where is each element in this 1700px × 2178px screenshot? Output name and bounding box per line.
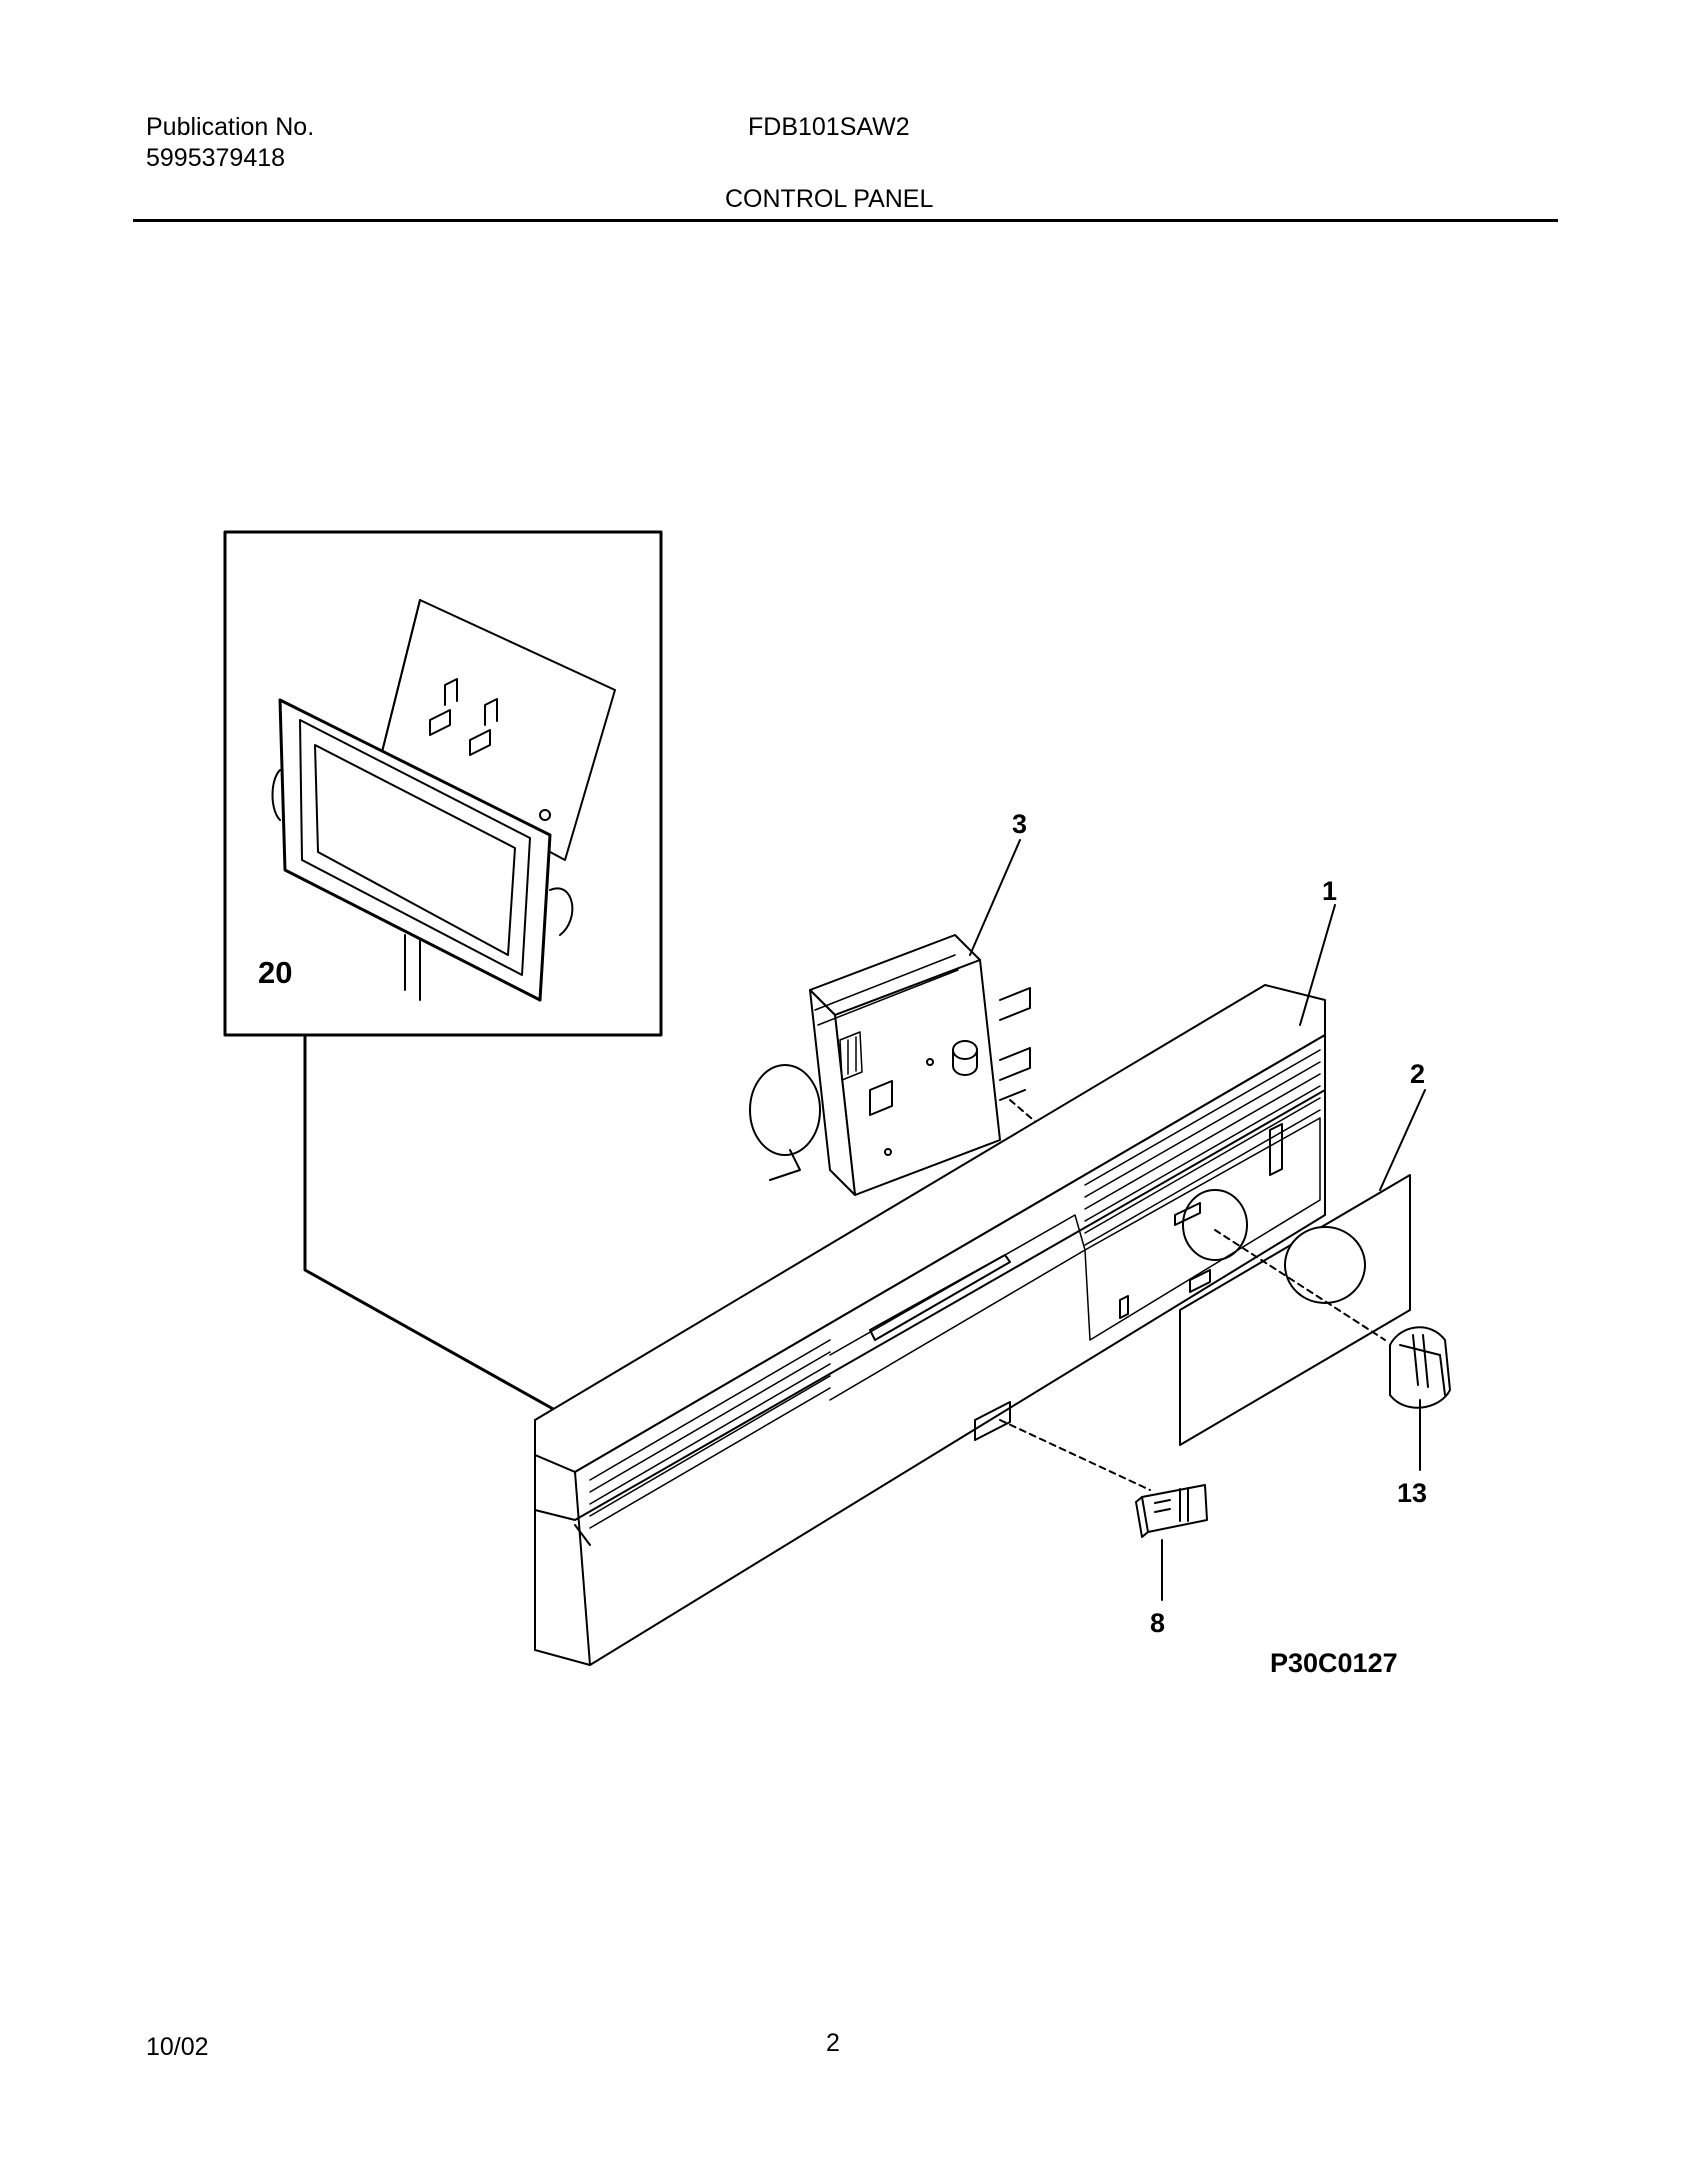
header-divider — [133, 219, 1558, 222]
publication-label: Publication No. — [146, 113, 315, 141]
overlay-drawing — [1179, 1174, 1411, 1446]
callout-8: 8 — [1150, 1608, 1165, 1638]
revision-date: 10/02 — [146, 2033, 209, 2061]
dispenser-assembly-drawing — [271, 599, 616, 1002]
callout-1: 1 — [1322, 876, 1337, 906]
section-title: CONTROL PANEL — [725, 185, 934, 213]
rocker-switch-drawing — [1135, 1484, 1208, 1538]
page-number: 2 — [826, 2029, 840, 2057]
inset-frame — [223, 530, 663, 1037]
inset-leader-line — [303, 1033, 557, 1412]
leader-part-1 — [1299, 904, 1336, 1026]
model-number: FDB101SAW2 — [748, 113, 910, 141]
timer-drawing — [749, 934, 1046, 1196]
publication-number: 5995379418 — [146, 144, 286, 172]
callout-2: 2 — [1410, 1059, 1425, 1089]
figure-code: P30C0127 — [1270, 1648, 1398, 1678]
callout-3: 3 — [1012, 809, 1027, 839]
control-panel-drawing — [534, 984, 1326, 1666]
leader-part-3 — [969, 839, 1021, 956]
knob-drawing — [1389, 1326, 1451, 1409]
callout-13: 13 — [1397, 1478, 1427, 1508]
leader-part-2 — [1379, 1089, 1426, 1191]
callout-20: 20 — [258, 955, 292, 990]
